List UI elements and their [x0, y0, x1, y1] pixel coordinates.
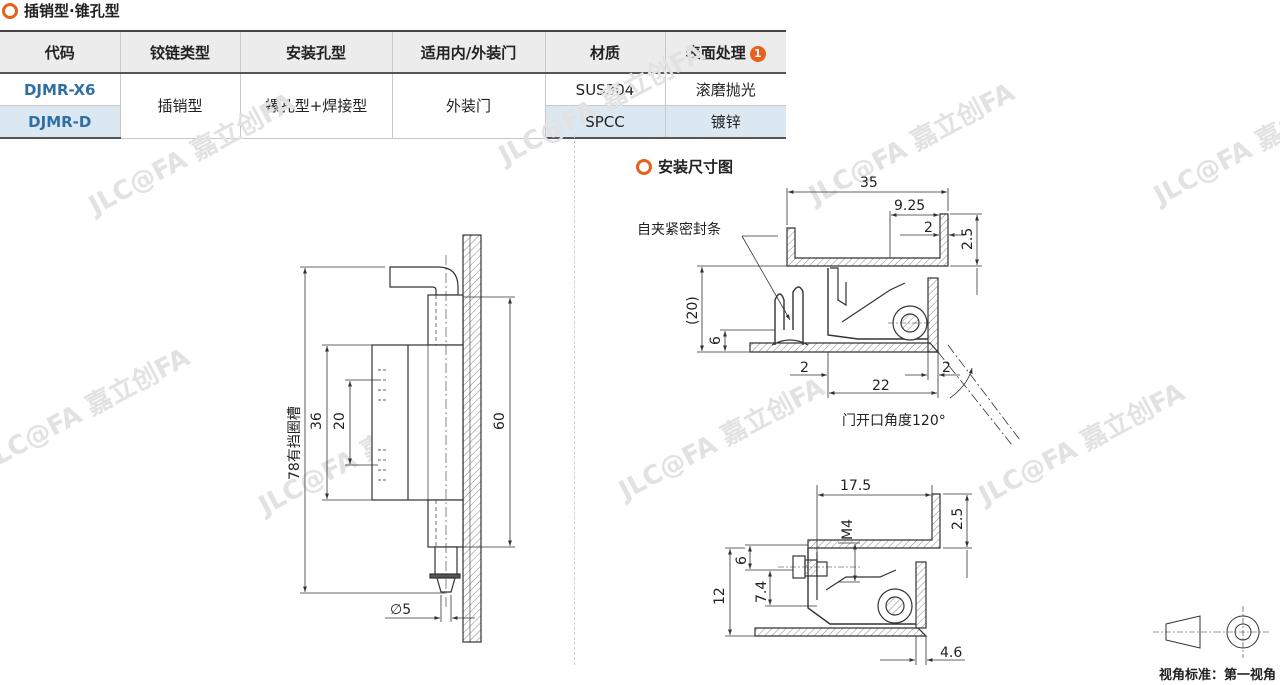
dim-20p-label: (20) [685, 296, 701, 325]
dim-925-label: 9.25 [894, 198, 925, 214]
circle-bullet-icon [636, 158, 652, 175]
cell-code: DJMR-D [0, 105, 121, 139]
header-hinge-type: 铰链类型 [120, 30, 241, 74]
dim-25-label: 2.5 [960, 228, 976, 250]
left-dimensions [300, 266, 515, 622]
cell-hinge-type: 插销型 [120, 73, 241, 139]
dim-46-label: 4.6 [940, 645, 962, 661]
table-row: DJMR-X6 插销型 螺孔型+焊接型 外装门 SUS304 滚磨抛光 [0, 73, 786, 139]
svg-text:JLC@FA 嘉立创FA: JLC@FA 嘉立创FA [972, 377, 1190, 512]
cell-finish: 滚磨抛光 [665, 73, 786, 106]
dim-20-label: 20 [332, 412, 348, 430]
view-standard-label: 视角标准：第一视角 [1158, 668, 1276, 683]
dim-74-label: 7.4 [754, 581, 770, 603]
table-row: DJMR-D SPCC 镀锌 [0, 105, 786, 139]
header-material: 材质 [545, 30, 666, 74]
cell-finish: 镀锌 [665, 105, 786, 139]
svg-text:JLC@FA 嘉立创FA: JLC@FA 嘉立创FA [612, 372, 830, 507]
angle-label: 门开口角度120° [842, 413, 946, 429]
watermark: JLC@FA 嘉立创FA JLC@FA 嘉立创FA JLC@FA 嘉立创FA J… [0, 37, 1280, 522]
cell-code: DJMR-X6 [0, 73, 121, 106]
install-title: 安装尺寸图 [636, 156, 733, 177]
dim-35-label: 35 [860, 175, 878, 191]
svg-text:JLC@FA 嘉立创FA: JLC@FA 嘉立创FA [1147, 77, 1280, 212]
circle-bullet-icon [2, 2, 18, 19]
cell-material: SPCC [545, 105, 666, 139]
seal-label: 自夹紧密封条 [637, 221, 721, 238]
first-angle-projection-icon [1153, 606, 1270, 658]
svg-text:JLC@FA 嘉立创FA: JLC@FA 嘉立创FA [492, 37, 710, 172]
header-door-type: 适用内/外装门 [392, 30, 546, 74]
header-hole-type: 安装孔型 [240, 30, 393, 74]
dim-6b-label: 6 [734, 556, 750, 565]
left-hinge-drawing [371, 234, 482, 643]
dim-36-label: 36 [309, 412, 325, 430]
dim-5-label: ∅5 [390, 602, 411, 618]
cell-hole-type: 螺孔型+焊接型 [240, 73, 393, 139]
dim-12-label: 12 [712, 587, 728, 605]
top-right-drawing [749, 213, 1021, 446]
cell-door-type: 外装门 [392, 73, 546, 139]
dim-25b-label: 2.5 [950, 508, 966, 530]
dim-175-label: 17.5 [840, 478, 871, 494]
section-divider [574, 135, 575, 665]
dim-22-label: 22 [872, 378, 890, 394]
dim-2b-label: 2 [800, 360, 809, 376]
bottom-right-dimensions [725, 485, 972, 665]
dim-78-label: 78有挡圈槽 [287, 406, 303, 480]
cell-material: SUS304 [545, 73, 666, 106]
section-title: 插销型·锥孔型 [2, 0, 120, 21]
bottom-right-drawing [754, 493, 941, 637]
dim-m4-label: M4 [840, 519, 856, 540]
dim-6-label: 6 [708, 336, 724, 345]
svg-text:JLC@FA 嘉立创FA: JLC@FA 嘉立创FA [0, 342, 195, 477]
dim-2a-label: 2 [924, 220, 933, 236]
svg-text:JLC@FA 嘉立创FA: JLC@FA 嘉立创FA [82, 87, 300, 222]
header-code: 代码 [0, 30, 121, 74]
top-right-dimensions [697, 188, 982, 399]
dim-2c-label: 2 [942, 360, 951, 376]
dim-60-label: 60 [492, 412, 508, 430]
note-badge: 1 [749, 45, 766, 62]
